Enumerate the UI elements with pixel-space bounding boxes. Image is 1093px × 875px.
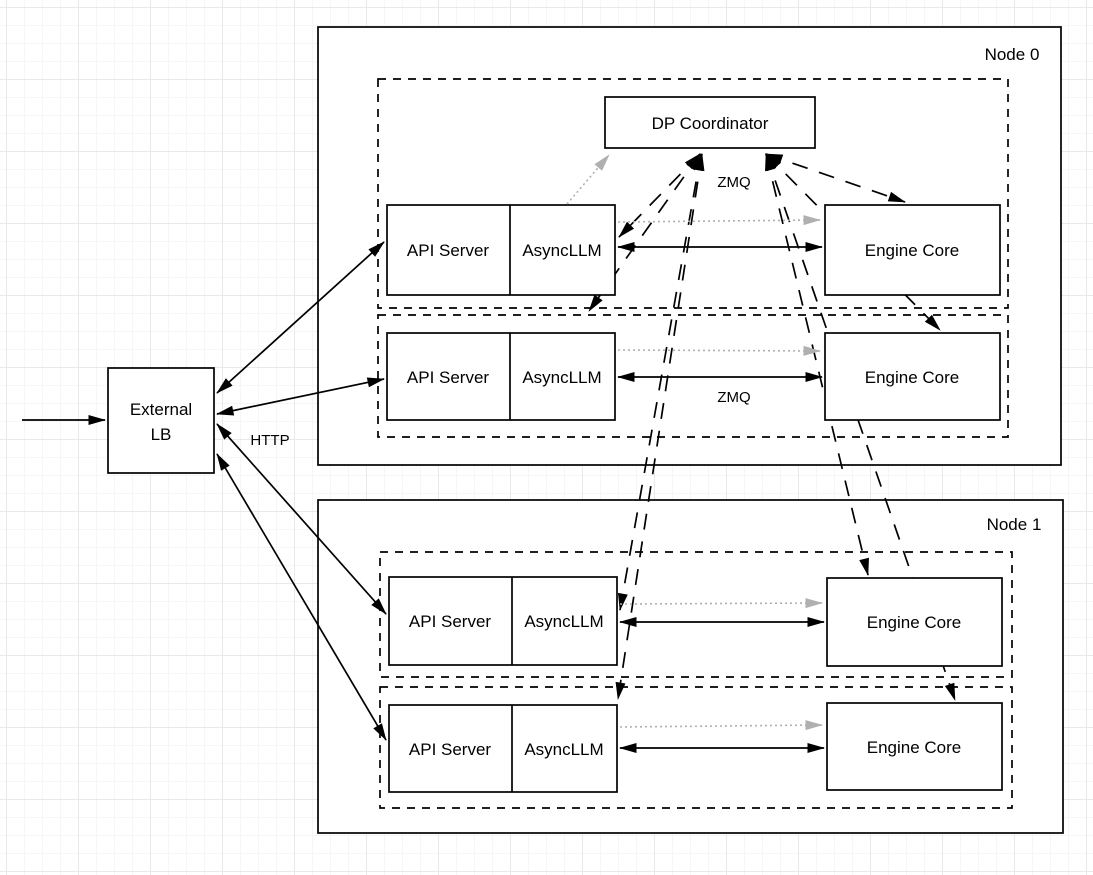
asyncllm-label-1: AsyncLLM bbox=[522, 241, 601, 260]
api-server-label-4: API Server bbox=[409, 740, 492, 759]
api-server-asyncllm-2: API Server AsyncLLM bbox=[386, 332, 616, 421]
solid-arrows bbox=[22, 241, 825, 753]
node0-replica1-group bbox=[377, 78, 1009, 309]
engine-core-box-2 bbox=[824, 332, 1001, 421]
engine-core-box-4 bbox=[826, 702, 1003, 791]
node1-label: Node 1 bbox=[987, 515, 1042, 534]
api-asyncllm-box-1 bbox=[386, 204, 616, 296]
asyncllm-label-3: AsyncLLM bbox=[524, 612, 603, 631]
api-asyncllm-box-2 bbox=[386, 332, 616, 421]
http-link-lb-api-4 bbox=[216, 453, 387, 741]
engine-core-label-2: Engine Core bbox=[865, 368, 960, 387]
engine-core-label-1: Engine Core bbox=[865, 241, 960, 260]
external-lb: External LB bbox=[107, 367, 215, 474]
asyncllm-label-2: AsyncLLM bbox=[522, 368, 601, 387]
dp-coordinator-box bbox=[604, 96, 816, 149]
http-label: HTTP bbox=[250, 432, 289, 449]
engine-core-box-3 bbox=[826, 577, 1003, 667]
node0-label: Node 0 bbox=[985, 45, 1040, 64]
dp-coordinator-label: DP Coordinator bbox=[652, 114, 769, 133]
dotted-link-asyncllm-engine-1 bbox=[617, 215, 821, 226]
zmq-label-coordinator: ZMQ bbox=[717, 174, 750, 191]
dotted-link-asyncllm-engine-2 bbox=[617, 345, 821, 356]
engine-core-3: Engine Core bbox=[826, 577, 1003, 667]
api-asyncllm-box-3 bbox=[388, 576, 618, 666]
dotted-link-asyncllm-engine-3 bbox=[619, 598, 823, 609]
dotted-link-asyncllm-engine-4 bbox=[619, 720, 823, 731]
http-link-lb-api-1 bbox=[216, 241, 385, 394]
engine-core-label-4: Engine Core bbox=[867, 738, 962, 757]
node1-replica2-group bbox=[379, 686, 1013, 809]
engine-core-box-1 bbox=[824, 204, 1001, 296]
dotted-link-asyncllm1-dp bbox=[566, 154, 610, 205]
api-asyncllm-box-4 bbox=[388, 704, 618, 793]
zmq-label-engine: ZMQ bbox=[717, 389, 750, 406]
engine-core-1: Engine Core bbox=[824, 204, 1001, 296]
external-lb-label-line2: LB bbox=[151, 425, 172, 444]
api-server-asyncllm-3: API Server AsyncLLM bbox=[388, 576, 618, 666]
dotted-arrows bbox=[566, 154, 823, 731]
dp-coordinator: DP Coordinator bbox=[604, 96, 816, 149]
http-link-lb-api-2 bbox=[216, 377, 385, 416]
node1-replica1-group bbox=[379, 551, 1013, 678]
api-server-label-1: API Server bbox=[407, 241, 490, 260]
external-lb-box bbox=[107, 367, 215, 474]
engine-core-label-3: Engine Core bbox=[867, 613, 962, 632]
asyncllm-label-4: AsyncLLM bbox=[524, 740, 603, 759]
api-server-label-2: API Server bbox=[407, 368, 490, 387]
api-server-label-3: API Server bbox=[409, 612, 492, 631]
engine-core-4: Engine Core bbox=[826, 702, 1003, 791]
api-server-asyncllm-1: API Server AsyncLLM bbox=[386, 204, 616, 296]
engine-core-2: Engine Core bbox=[824, 332, 1001, 421]
api-server-asyncllm-4: API Server AsyncLLM bbox=[388, 704, 618, 793]
external-lb-label-line1: External bbox=[130, 400, 192, 419]
